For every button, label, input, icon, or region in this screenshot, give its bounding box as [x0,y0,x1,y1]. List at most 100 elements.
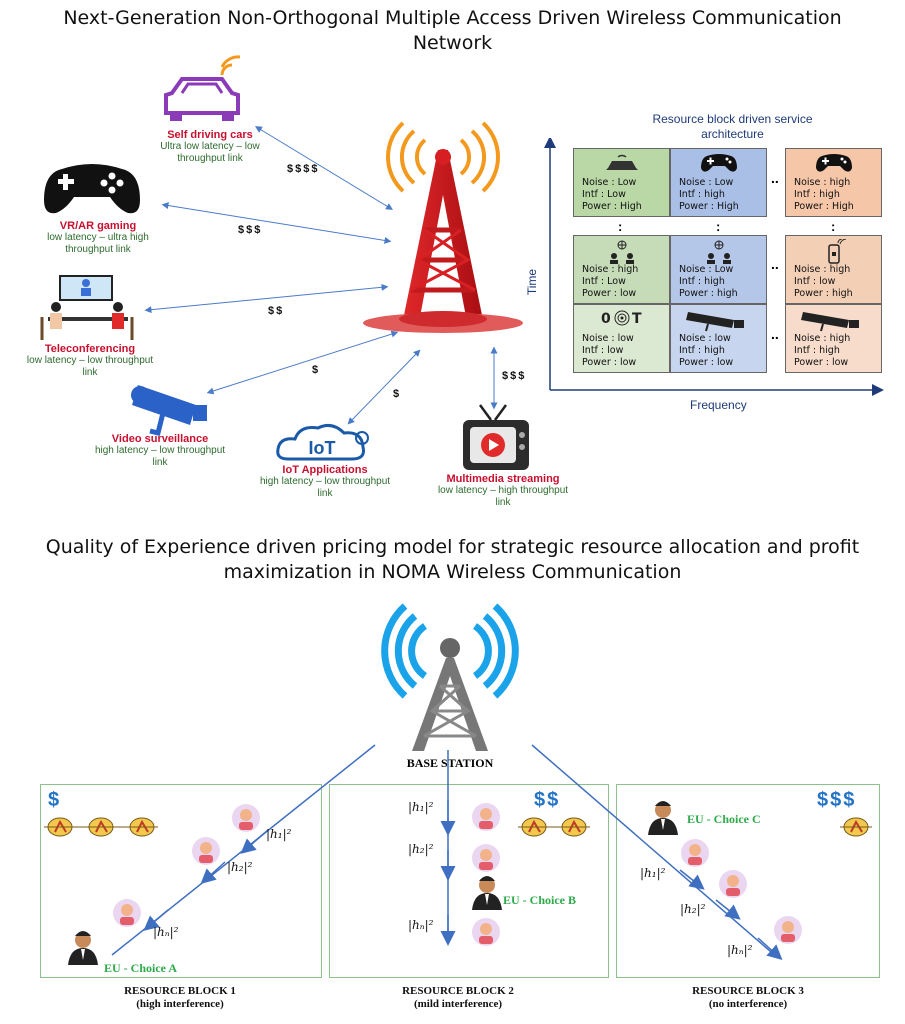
eu-choice-a: EU - Choice A [104,961,177,975]
resource-block-1 [40,784,322,978]
user-icon [113,803,802,946]
grid-title-line1: Resource block driven service [652,112,813,126]
gamepad-icon [671,152,766,178]
surveillance-camera-icon [131,385,207,437]
cell-noise: Noise : Low [679,264,734,275]
cell-intf: Intf : high [679,189,725,200]
service-desc: link [82,367,98,378]
arrow-teleconf [144,283,389,314]
service-iot: IoT Applications high latency – low thro… [240,464,410,500]
end-user-business-icon [68,801,678,965]
phone-icon [786,238,881,269]
gain-hn: |hₙ|² [153,925,179,939]
grid-xlabel: Frequency [690,398,747,412]
price-iot: $ [393,388,402,400]
cell-intf: Intf : high [679,345,725,356]
service-name: Video surveillance [111,433,209,445]
resource-block-3-label: RESOURCE BLOCK 3 (no interference) [628,985,868,1011]
cell-power: Power : low [582,288,637,299]
service-desc: link [495,497,511,508]
gain-h2: |h₂|² [408,842,434,856]
base-station-label: BASE STATION [406,756,494,770]
grid-dots: .. [771,256,779,272]
service-desc: high latency – low throughput [259,476,391,487]
grid-dots: .. [771,326,779,342]
service-desc: Ultra low latency – low [160,141,260,152]
arrow-iot [347,349,421,425]
tv-play-icon [463,404,529,470]
service-name: Self driving cars [167,129,253,141]
service-desc: low latency – ultra high [47,232,149,243]
grid-vdots: : [618,219,623,234]
gamepad-icon [786,152,881,178]
eu-choice-b: EU - Choice B [503,893,576,907]
price-block-3: $$$ [817,789,857,811]
grid-ylabel: Time [525,268,540,296]
camera-icon [786,308,881,336]
gain-h1: |h₁|² [640,866,666,880]
resource-block-3 [616,784,880,978]
conference-icon [671,239,766,269]
cell-intf: Intf : Low [582,189,626,200]
grid-title-line2: architecture [701,127,764,141]
top-title-line1: Next-Generation Non-Orthogonal Multiple … [63,7,842,29]
cell-intf: Intf : high [794,345,840,356]
arrow-surveillance [206,330,399,395]
service-desc: high latency – low throughput [94,445,226,456]
bottom-title: Quality of Experience driven pricing mod… [0,535,905,585]
grid-axes [544,138,884,396]
eu-choice-c: EU - Choice C [687,812,761,826]
base-station-tower-icon [381,603,519,751]
resource-block-1-label: RESOURCE BLOCK 1 (high interference) [60,985,300,1011]
cell-intf: Intf : high [794,189,840,200]
service-video-surveillance: Video surveillance high latency – low th… [75,433,245,469]
cell-noise: Noise : high [794,333,851,344]
service-desc: low latency – low throughput [26,355,154,366]
service-name: VR/AR gaming [59,220,137,232]
price-teleconf: $$ [268,305,285,317]
block-label-title: RESOURCE BLOCK 1 [124,985,236,997]
service-teleconferencing: Teleconferencing low latency – low throu… [5,343,175,379]
top-title-line2: Network [412,32,493,54]
grid-title: Resource block driven service architectu… [600,112,865,142]
cell-noise: Noise : Low [582,177,637,188]
cell-power: Power : low [679,357,734,368]
price-self-driving: $$$$ [287,163,320,175]
block-label-title: RESOURCE BLOCK 2 [402,985,514,997]
service-vr-gaming: VR/AR gaming low latency – ultra high th… [18,220,178,256]
cell-power: Power : low [582,357,637,368]
service-name: Teleconferencing [44,343,136,355]
block-label-sub: (mild interference) [413,998,503,1010]
cell-power: Power : low [794,357,849,368]
gain-h1: |h₁|² [266,827,292,841]
services-diagram: IoT [40,55,529,470]
service-multimedia: Multimedia streaming low latency – high … [418,473,588,509]
arrow-self-driving [255,126,393,210]
cell-noise: Noise : low [679,333,731,344]
service-desc: low latency – high throughput [437,485,569,496]
grid-vdots: : [831,219,836,234]
service-self-driving: Self driving cars Ultra low latency – lo… [130,129,290,165]
cell-noise: Noise : high [582,264,639,275]
gain-hn: |hₙ|² [727,943,753,957]
camera-icon [671,308,766,336]
service-desc: throughput link [65,244,131,255]
service-desc: throughput link [177,153,243,164]
bottom-title-line1: Quality of Experience driven pricing mod… [45,536,860,558]
cell-power: Power : High [794,201,854,212]
iot-logo-text: IoT [309,438,336,458]
gain-h1: |h₁|² [408,800,434,814]
cell-power: Power : High [582,201,642,212]
gamepad-icon [44,164,140,214]
car-icon [574,152,669,178]
service-desc: link [317,488,333,499]
block-label-title: RESOURCE BLOCK 3 [692,985,804,997]
cell-power: Power : high [794,288,853,299]
